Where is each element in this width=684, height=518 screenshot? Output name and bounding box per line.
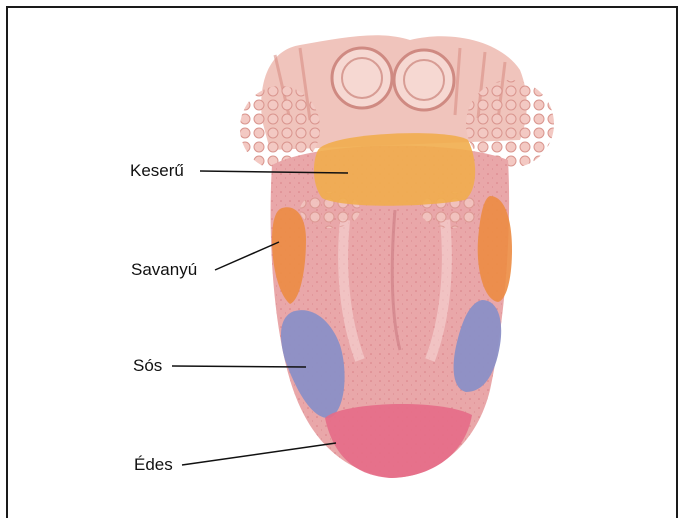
sweet-label: Édes: [134, 455, 173, 475]
sweet-leader-line: [182, 443, 336, 465]
sweet-zone: [325, 404, 472, 478]
sour-leader-line: [215, 242, 279, 270]
bitter-zone: [314, 133, 475, 206]
bitter-label: Keserű: [130, 161, 184, 181]
sour-label: Savanyú: [131, 260, 197, 280]
salty-label: Sós: [133, 356, 162, 376]
salty-leader-line: [172, 366, 306, 367]
